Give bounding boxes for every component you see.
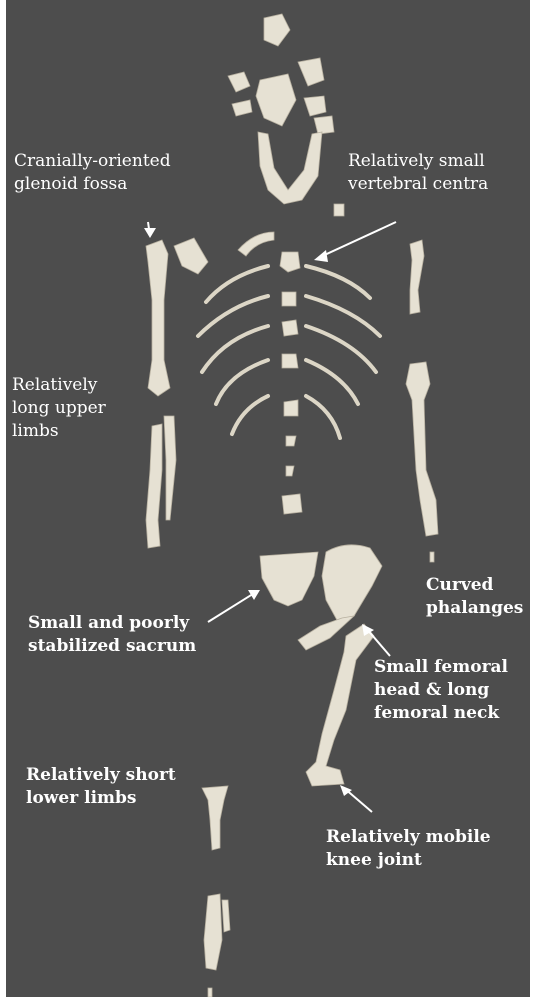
- label-line: femoral neck: [374, 702, 508, 725]
- label-line: glenoid fossa: [14, 173, 171, 196]
- label-line: phalanges: [426, 597, 523, 620]
- phalanx-fragment: [430, 552, 434, 562]
- label-line: vertebral centra: [348, 173, 488, 196]
- label-line: Relatively: [12, 374, 106, 397]
- right-forearm: [406, 362, 438, 536]
- left-scapula: [174, 238, 208, 274]
- left-forearm: [146, 424, 162, 548]
- label-line: stabilized sacrum: [28, 635, 196, 658]
- left-ulna: [164, 416, 176, 520]
- left-humerus: [146, 240, 170, 396]
- sacrum: [260, 552, 318, 606]
- skeleton-figure: Cranially-oriented glenoid fossa Relativ…: [6, 0, 530, 997]
- label-line: Small and poorly: [28, 612, 196, 635]
- lower-limbs-label: Relatively short lower limbs: [26, 764, 176, 810]
- fibula-fragment: [222, 900, 230, 932]
- label-line: Small femoral: [374, 656, 508, 679]
- skull-fragments: [228, 14, 334, 134]
- vertebral-column: [280, 252, 302, 514]
- upper-limbs-label: Relatively long upper limbs: [12, 374, 106, 443]
- left-clavicle: [238, 232, 274, 256]
- femoral-label: Small femoral head & long femoral neck: [374, 656, 508, 725]
- tibia-distal: [204, 894, 222, 970]
- glenoid-fossa-label: Cranially-oriented glenoid fossa: [14, 150, 171, 196]
- label-line: Relatively short: [26, 764, 176, 787]
- label-line: head & long: [374, 679, 508, 702]
- label-line: lower limbs: [26, 787, 176, 810]
- label-line: limbs: [12, 420, 106, 443]
- label-line: long upper: [12, 397, 106, 420]
- phalanges-label: Curved phalanges: [426, 574, 523, 620]
- tibia-proximal: [202, 786, 228, 850]
- bone-fragment: [208, 988, 212, 997]
- label-line: Relatively mobile: [326, 826, 491, 849]
- label-line: Relatively small: [348, 150, 488, 173]
- label-line: knee joint: [326, 849, 491, 872]
- knee-joint-label: Relatively mobile knee joint: [326, 826, 491, 872]
- ilium: [322, 545, 382, 622]
- label-line: Cranially-oriented: [14, 150, 171, 173]
- femur: [306, 624, 374, 786]
- mandible: [258, 132, 322, 204]
- clavicle-fragment: [334, 204, 344, 216]
- sacrum-label: Small and poorly stabilized sacrum: [28, 612, 196, 658]
- label-line: Curved: [426, 574, 523, 597]
- annotation-arrows: [144, 222, 396, 812]
- right-humerus-fragment: [410, 240, 424, 314]
- vertebral-centra-label: Relatively small vertebral centra: [348, 150, 488, 196]
